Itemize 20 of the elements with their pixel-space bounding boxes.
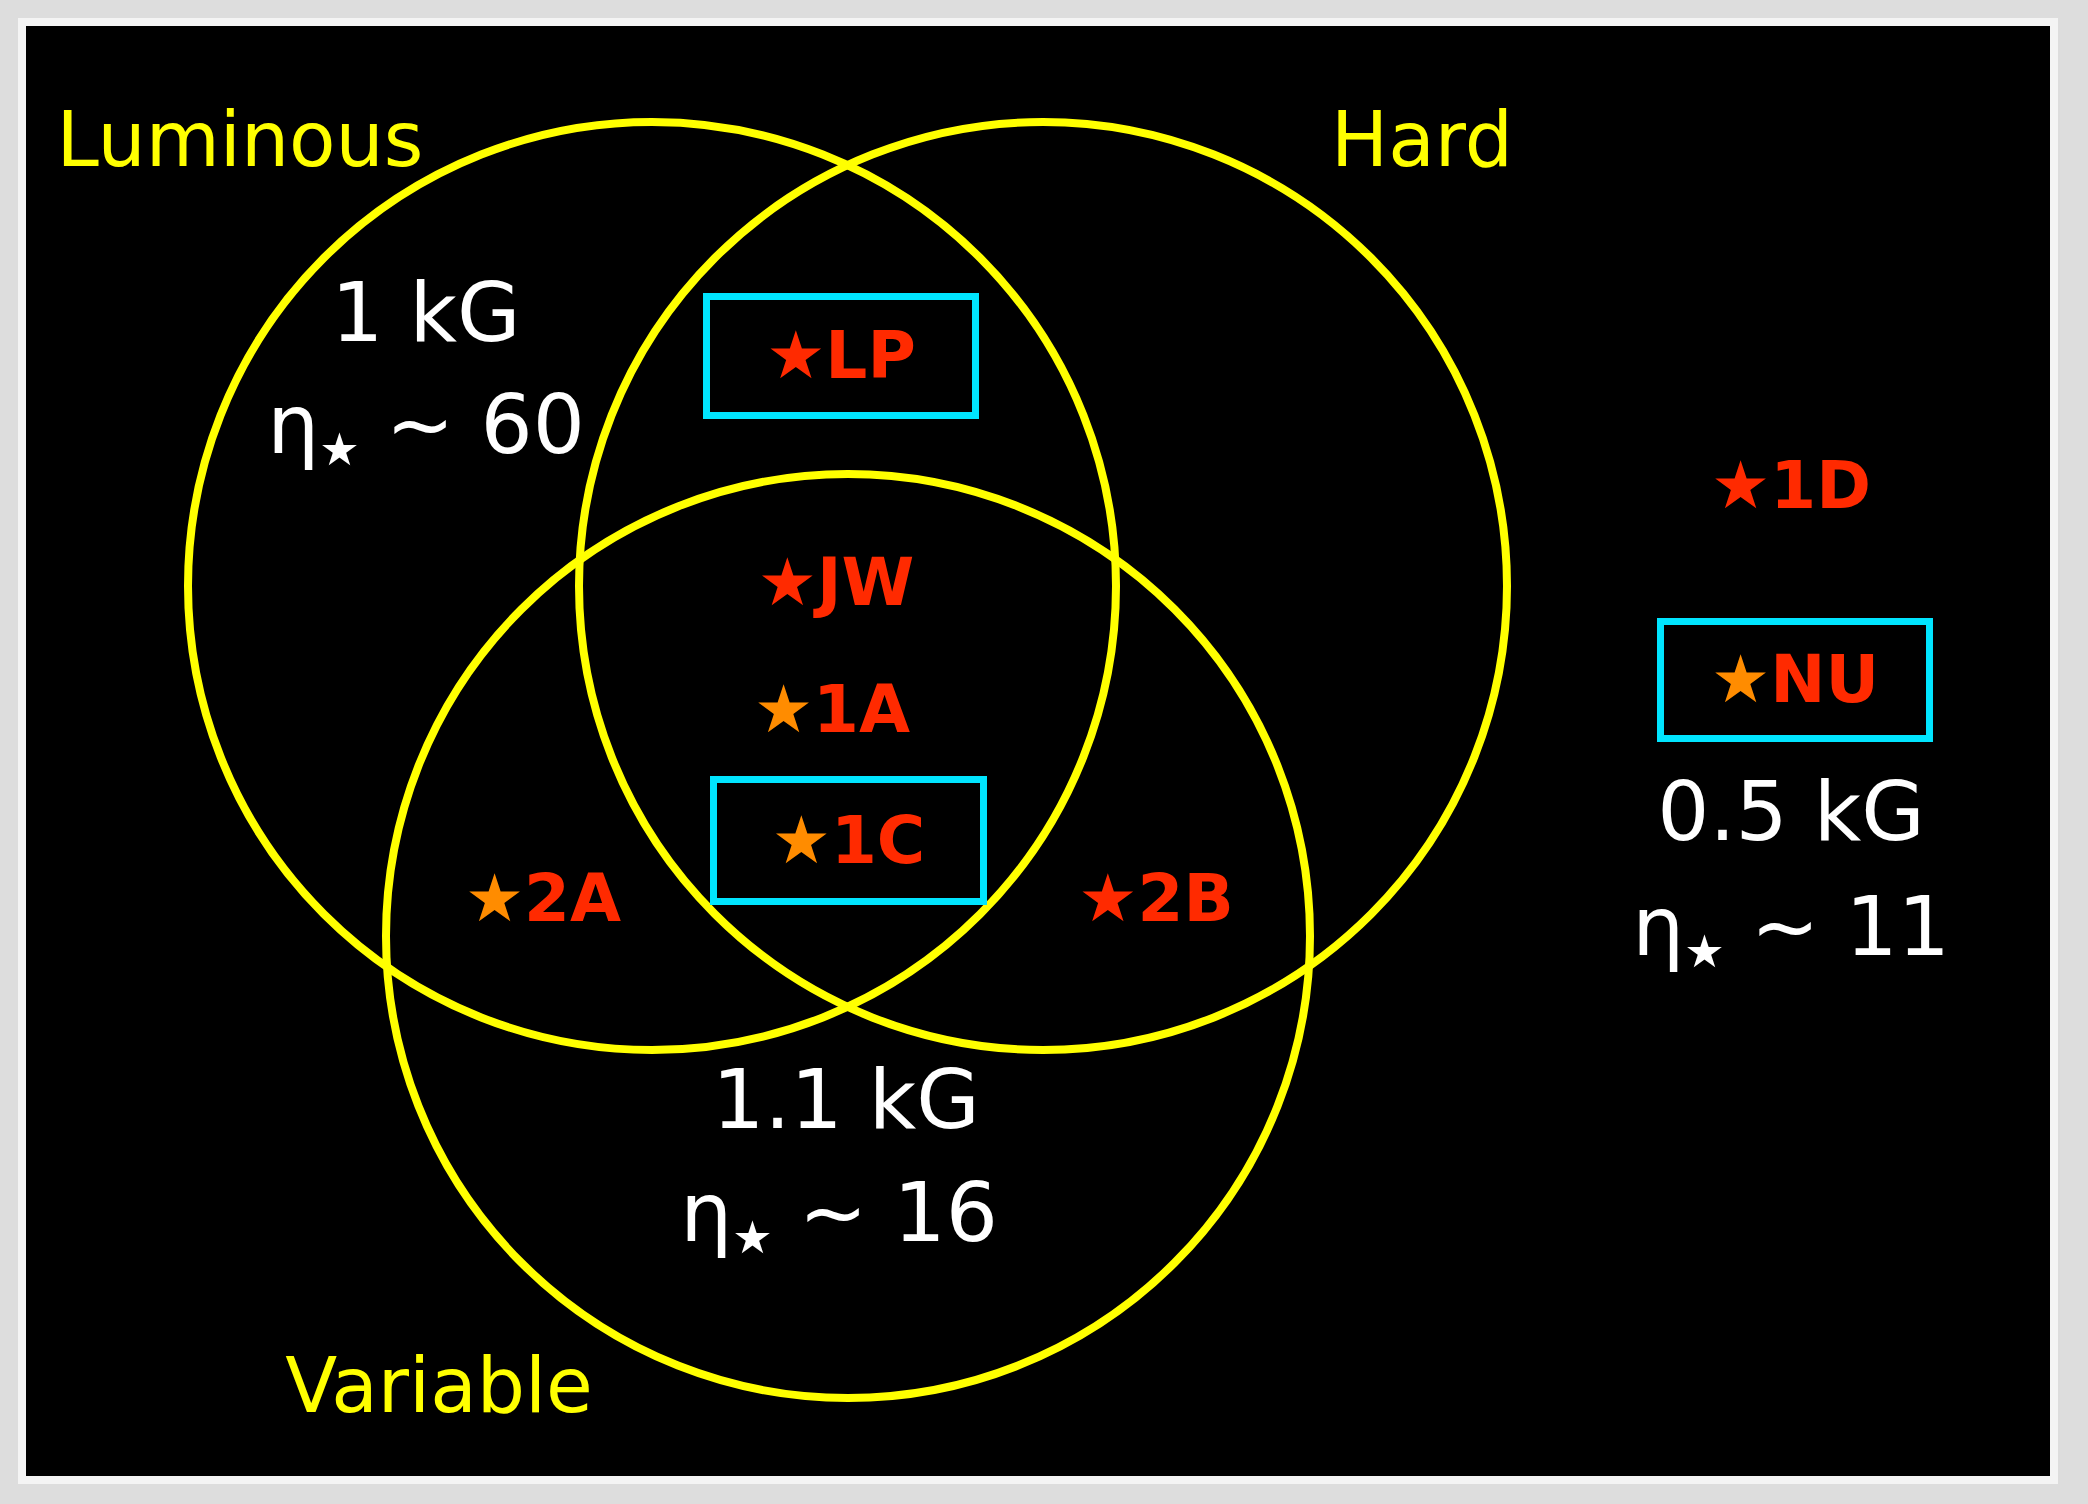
- source-label: ★LP: [766, 323, 916, 389]
- highlight-box: [703, 293, 979, 419]
- set-label: Hard: [1331, 102, 1513, 178]
- source-label: ★2B: [1078, 866, 1234, 932]
- efficiency-value: η$_{★}$ ~ 11: [1632, 886, 1950, 974]
- efficiency-value: η$_{★}$ ~ 60: [267, 384, 585, 472]
- source-label: ★JW: [757, 550, 915, 616]
- source-label: ★2A: [464, 866, 622, 932]
- field-strength: 0.5 kG: [1657, 771, 1925, 853]
- source-label: ★NU: [1711, 647, 1879, 713]
- set-label: Luminous: [56, 102, 424, 178]
- field-strength: 1 kG: [331, 272, 521, 354]
- set-label: Variable: [285, 1348, 593, 1424]
- source-label: ★1A: [753, 677, 911, 743]
- source-label: ★1D: [1711, 453, 1871, 519]
- highlight-box: [1657, 618, 1933, 742]
- highlight-box: [710, 776, 987, 905]
- field-strength: 1.1 kG: [712, 1059, 980, 1141]
- source-label: ★1C: [771, 807, 926, 874]
- efficiency-value: η$_{★}$ ~ 16: [680, 1172, 998, 1260]
